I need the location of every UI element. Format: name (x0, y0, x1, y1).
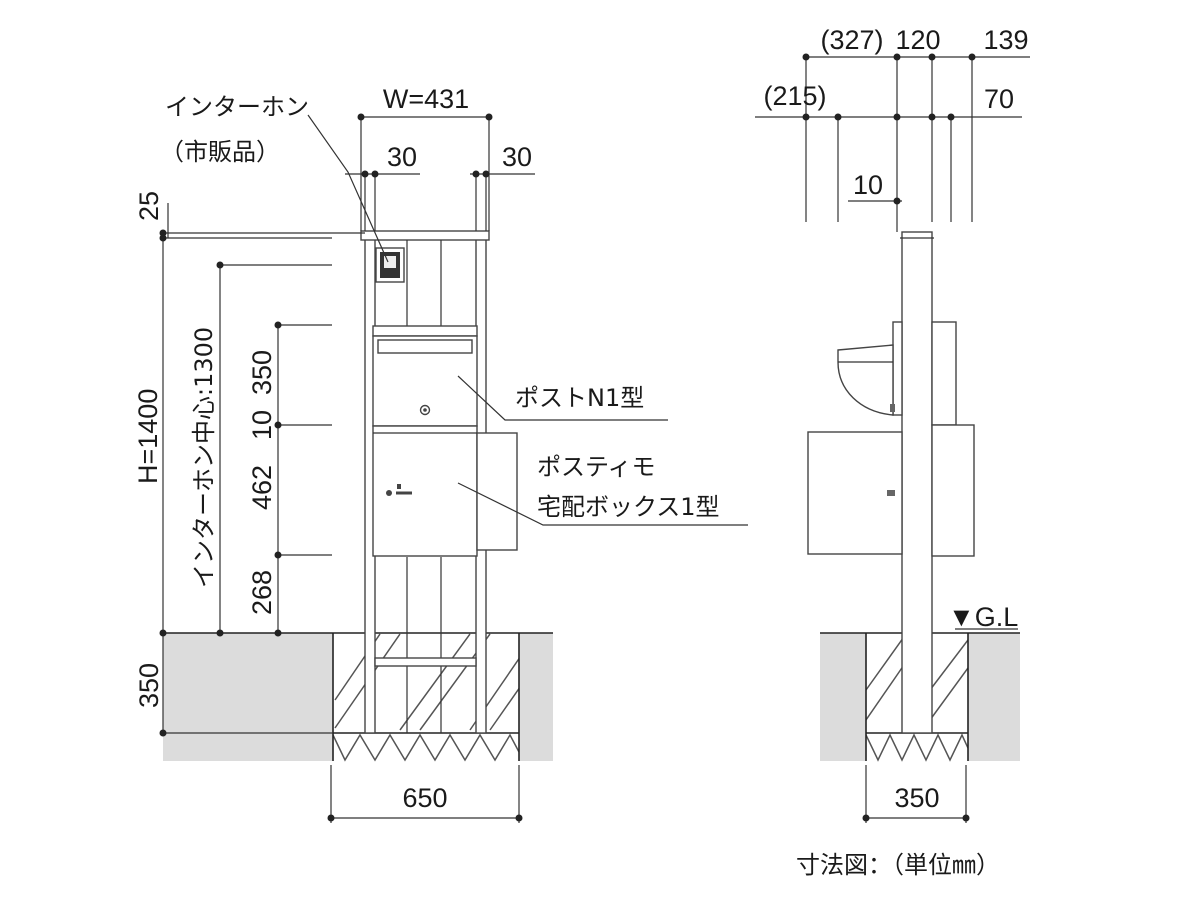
width-dim-label: W=431 (383, 84, 469, 114)
post-width-right-label: 30 (502, 142, 532, 172)
side-base-width-350: 350 (894, 783, 939, 813)
dim-268: 268 (247, 570, 277, 615)
side-post (901, 231, 933, 734)
base-width-650: 650 (402, 783, 447, 813)
post-width-left-label: 30 (387, 142, 417, 172)
side-delivery-box (807, 424, 975, 557)
side-dim-10: 10 (853, 170, 883, 200)
box-leader (457, 482, 748, 526)
dim-350-upper: 350 (247, 350, 277, 395)
front-view: W=431 30 30 インターホン （市販品） 25 H=1400 インターホ… (133, 84, 748, 823)
dim-10: 10 (247, 410, 277, 440)
dim-462: 462 (247, 465, 277, 510)
post-leader (457, 375, 668, 421)
side-dim-70: 70 (984, 84, 1014, 114)
ground-level-label: ▼G.L (948, 602, 1018, 632)
delivery-box-postimo (372, 425, 518, 557)
side-dim-139: 139 (983, 25, 1028, 55)
dim-height-1400: H=1400 (133, 389, 163, 484)
post-n1-label: ポストN1型 (515, 384, 644, 412)
side-pit-hatch (866, 633, 968, 762)
dim-underground-350: 350 (134, 663, 164, 708)
delivery-box-label-2: 宅配ボックス1型 (537, 493, 720, 521)
intercom-sublabel: （市販品） (160, 138, 280, 166)
front-top-dims (345, 113, 535, 231)
dim-top-25: 25 (134, 191, 164, 221)
side-dim-327: (327) (820, 25, 883, 55)
side-dim-lines (755, 53, 1030, 232)
delivery-box-label-1: ポスティモ (537, 453, 656, 481)
intercom (375, 247, 405, 283)
mailbox-post-n1 (372, 325, 478, 427)
intercom-leader (307, 114, 389, 263)
units-caption: 寸法図：（単位㎜） (796, 851, 1000, 879)
side-dim-120: 120 (895, 25, 940, 55)
side-bottom-dim (862, 765, 970, 823)
front-dim-lines (159, 203, 365, 737)
side-dim-215: (215) (763, 81, 826, 111)
front-bottom-dim (327, 765, 523, 823)
top-cap (360, 230, 490, 241)
side-mailbox (837, 321, 957, 426)
side-view: (327) 120 139 (215) 70 10 ▼G.L 350 (755, 25, 1030, 823)
intercom-label: インターホン (165, 93, 309, 121)
dim-intercom-center: インターホン中心:1300 (190, 327, 218, 588)
